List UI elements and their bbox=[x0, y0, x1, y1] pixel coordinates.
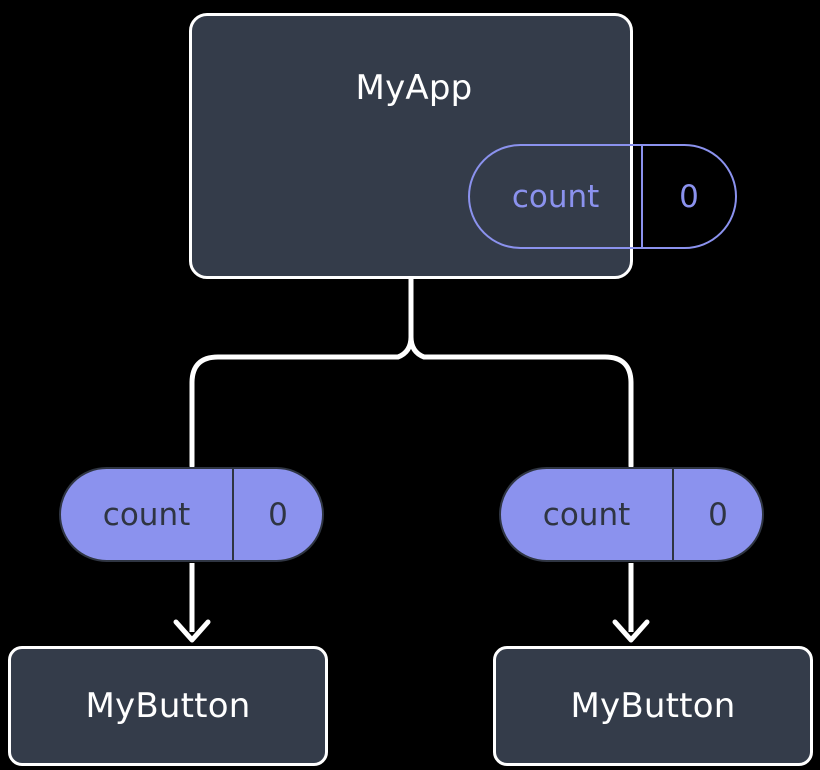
state-pill-myapp[interactable]: count 0 bbox=[468, 144, 737, 249]
arrowhead-left-icon bbox=[173, 619, 211, 643]
state-pill-key: count bbox=[542, 496, 631, 533]
component-label-mybutton: MyButton bbox=[85, 686, 251, 726]
state-pill-key: count bbox=[102, 496, 191, 533]
component-label-myapp: MyApp bbox=[355, 68, 473, 108]
state-pill-value: 0 bbox=[641, 146, 735, 247]
state-pill-child-right[interactable]: count 0 bbox=[499, 467, 764, 562]
arrowhead-right-icon bbox=[612, 619, 650, 643]
edge-root-branch-right bbox=[408, 276, 634, 469]
component-node-mybutton-left[interactable]: MyButton bbox=[8, 646, 328, 766]
component-label-mybutton: MyButton bbox=[570, 686, 736, 726]
edge-root-trunk bbox=[189, 276, 414, 469]
component-node-mybutton-right[interactable]: MyButton bbox=[493, 646, 813, 766]
component-node-myapp[interactable]: MyApp count 0 bbox=[189, 13, 737, 279]
state-pill-child-left[interactable]: count 0 bbox=[59, 467, 324, 562]
state-pill-key: count bbox=[511, 178, 600, 215]
state-pill-value: 0 bbox=[232, 469, 322, 560]
state-pill-value: 0 bbox=[672, 469, 762, 560]
